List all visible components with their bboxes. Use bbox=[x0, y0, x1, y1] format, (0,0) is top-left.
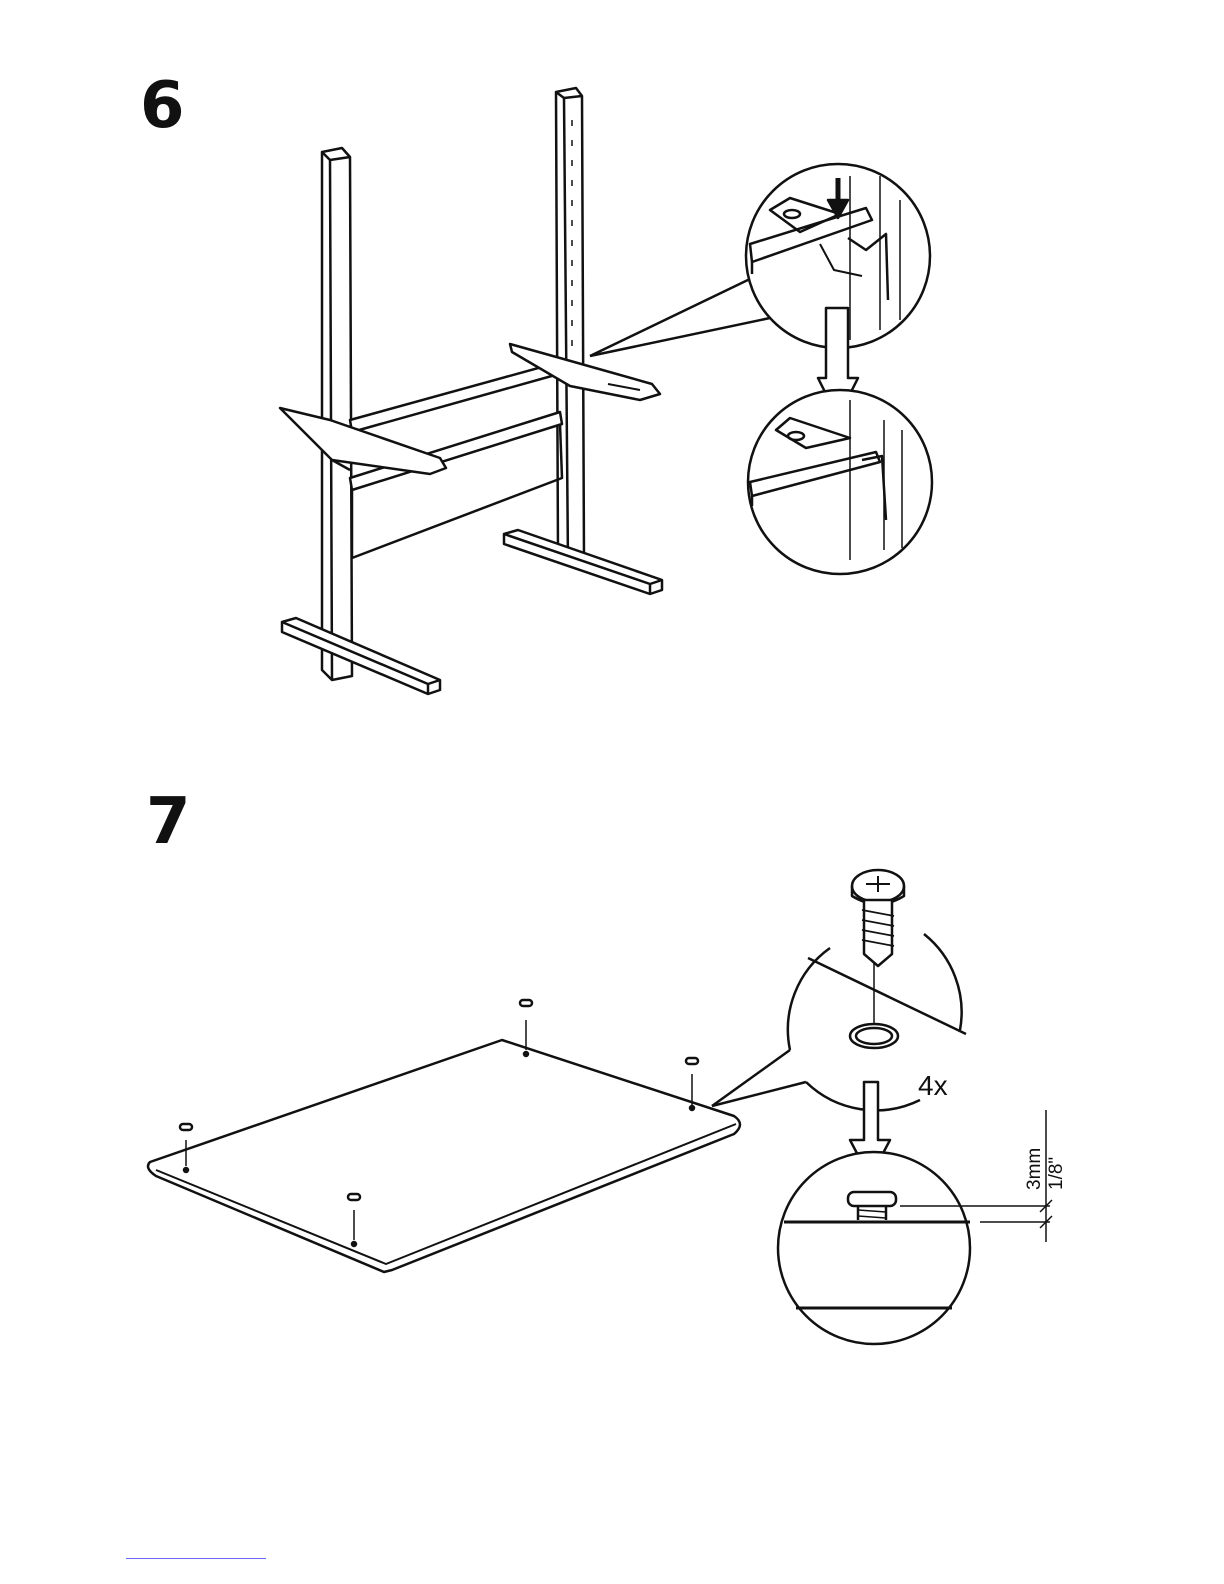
bracket-detail-installed-icon bbox=[748, 390, 932, 574]
tabletop-illustration bbox=[148, 1000, 806, 1272]
dimension-metric: 3mm bbox=[1024, 1148, 1046, 1190]
footer-link-line bbox=[126, 1558, 266, 1559]
frame-illustration bbox=[280, 88, 770, 694]
dimension-imperial: 1/8" bbox=[1046, 1157, 1068, 1190]
quantity-label: 4x bbox=[918, 1070, 948, 1102]
screw-icon bbox=[852, 870, 904, 966]
screw-depth-detail bbox=[778, 1110, 1052, 1344]
